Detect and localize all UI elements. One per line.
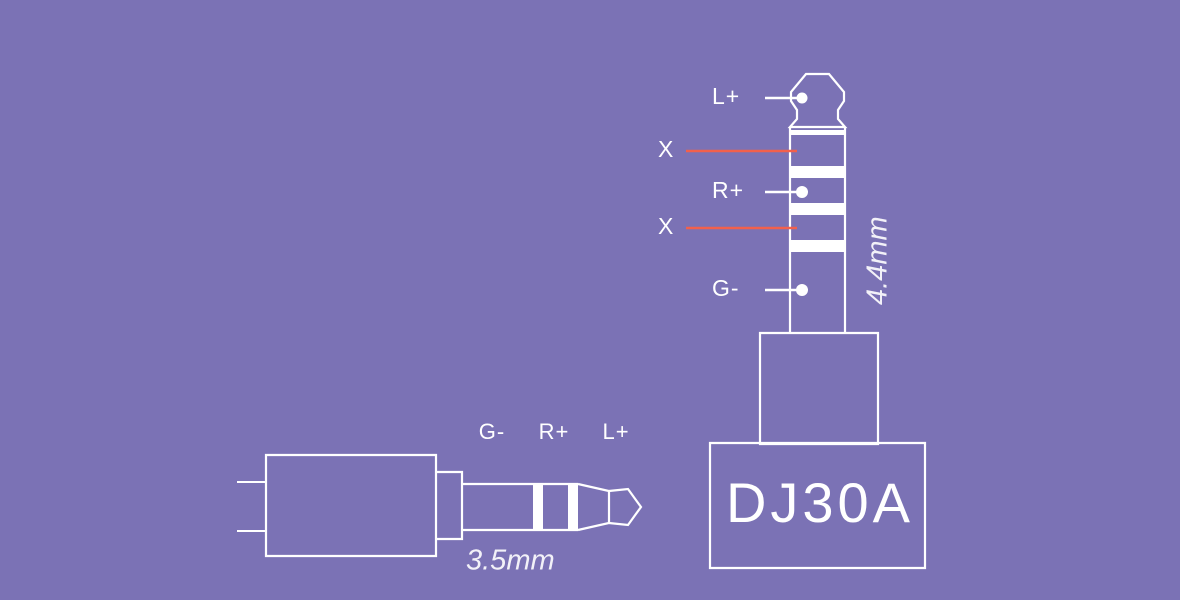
insulator-band-2 (790, 203, 845, 215)
leader-r-plus-4-4mm (765, 186, 808, 198)
leader-l-plus-4-4mm (765, 92, 808, 104)
pin-label-r-plus-4-4mm: R+ (712, 177, 744, 203)
plug-body-3-5mm (264, 453, 438, 558)
pin-label-l-plus-4-4mm: L+ (712, 83, 740, 109)
pin-label-l-plus-3-5mm: L+ (602, 419, 629, 444)
plug-housing-4-4mm (708, 441, 927, 570)
plug-shaft-3-5mm (462, 482, 578, 532)
unused-mark-2: X (658, 213, 674, 239)
dimension-label-3-5mm: 3.5mm (466, 545, 555, 577)
plug-shaft-4-4mm (788, 127, 847, 334)
part-number-label: DJ30A (726, 471, 914, 534)
plug-tip-3-5mm (608, 487, 643, 527)
plug-collar-3-5mm (436, 470, 464, 541)
leader-g-minus-4-4mm (765, 284, 808, 296)
pin-label-r-plus-3-5mm: R+ (539, 419, 570, 444)
insulator-band-collar (790, 130, 845, 135)
dimension-label-4-4mm: 4.4mm (862, 216, 894, 305)
connector-4-4mm-graphic (686, 72, 927, 570)
plug-taper-3-5mm (577, 482, 611, 532)
pin-label-g-minus-4-4mm: G- (712, 275, 740, 301)
insulator-band-3 (790, 240, 845, 252)
unused-mark-1: X (658, 136, 674, 162)
pin-label-g-minus-3-5mm: G- (479, 419, 505, 444)
insulator-ring-1-3-5mm (533, 484, 543, 531)
insulator-ring-2-3-5mm (568, 484, 578, 531)
insulator-band-1 (790, 166, 845, 178)
connector-3-5mm-graphic (237, 453, 643, 558)
